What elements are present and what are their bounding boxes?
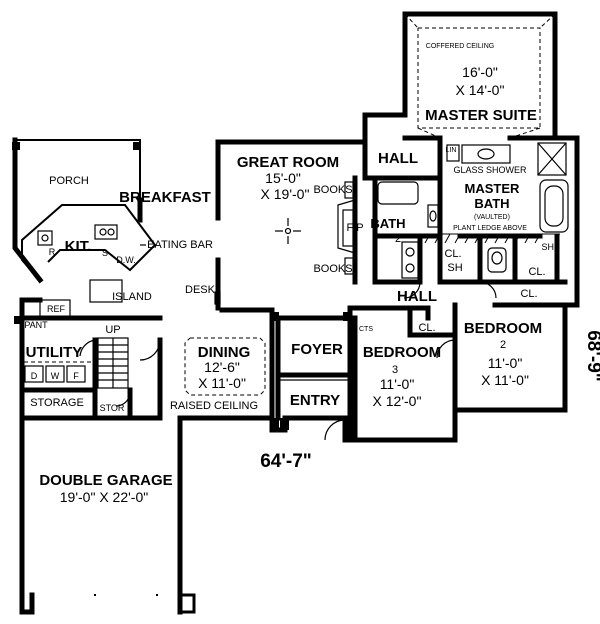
- great-room-dim2: X 19'-0": [261, 186, 310, 202]
- books-top-label: BOOKS: [313, 184, 352, 196]
- overall-depth-dimension: 68'-9": [583, 330, 600, 382]
- dining-dim2: X 11'-0": [198, 375, 246, 391]
- ceiling-fan-icon: [275, 218, 301, 244]
- cts-label: CTS: [359, 326, 373, 333]
- bath2-label: BATH: [370, 216, 405, 231]
- desk-label: DESK: [185, 284, 216, 296]
- coffered-ceiling-label: COFFERED CEILING: [426, 43, 494, 50]
- garage-dim: 19'-0" X 22'-0": [60, 489, 148, 505]
- bath2-closet-label: CL.: [444, 248, 461, 260]
- master-suite-dim1: 16'-0": [462, 64, 498, 80]
- interior-walls: [19, 135, 568, 443]
- bedroom2-label: BEDROOM: [464, 320, 542, 337]
- bedroom2-dim2: X 11'-0": [481, 372, 529, 388]
- storage-label: STORAGE: [30, 397, 84, 409]
- bedroom2-dim1: 11'-0": [488, 355, 523, 371]
- raised-ceiling-label: RAISED CEILING: [170, 400, 258, 412]
- overall-width-dimension: 64'-7": [260, 451, 312, 472]
- master-bath-label-1: MASTER: [465, 181, 521, 196]
- dining-dim1: 12'-6": [204, 359, 240, 375]
- glass-shower-label: GLASS SHOWER: [453, 165, 527, 175]
- bedroom2-closet-label: CL.: [520, 288, 537, 300]
- garage-label: DOUBLE GARAGE: [39, 472, 172, 489]
- dining-label: DINING: [198, 344, 251, 361]
- kitchen-fixtures: [21, 204, 221, 319]
- washer-label: W: [51, 371, 60, 381]
- laundry-appliances: [24, 361, 92, 383]
- island-label: ISLAND: [112, 291, 152, 303]
- pantry-label: PANT: [24, 320, 48, 330]
- refrigerator-label: REF: [47, 304, 66, 314]
- master-bath-label-2: BATH: [474, 196, 509, 211]
- door-swings: [79, 281, 497, 441]
- bedroom3-closet-label: CL.: [418, 322, 435, 334]
- master-shower-label: SH.: [541, 242, 556, 252]
- entry-label: ENTRY: [290, 392, 340, 409]
- bedroom3-number: 3: [392, 364, 398, 376]
- master-suite-label: MASTER SUITE: [425, 107, 537, 124]
- plant-ledge-label: PLANT LEDGE ABOVE: [453, 225, 527, 232]
- dishwasher-label: D.W.: [116, 255, 136, 265]
- stairs: [97, 337, 129, 389]
- bedroom3-dim1: 11'-0": [380, 376, 415, 392]
- bath2-number: 2: [395, 233, 401, 245]
- fireplace: [337, 199, 356, 254]
- kitchen-label: KIT.: [65, 238, 92, 255]
- sink-label: S: [102, 248, 108, 258]
- master-suite-dim2: X 14'-0": [456, 82, 505, 98]
- master-bath-fixtures: [446, 142, 569, 273]
- freezer-label: F: [73, 371, 79, 381]
- corner-posts: [12, 142, 352, 432]
- plant-ledge-hatch: [420, 233, 560, 244]
- bookshelves: [344, 181, 354, 275]
- vaulted-label: (VAULTED): [474, 214, 510, 221]
- fireplace-label: F/P: [346, 222, 363, 234]
- bath2-shower-label: SH: [447, 262, 462, 274]
- books-bottom-label: BOOKS: [313, 263, 352, 275]
- utility-label: UTILITY: [26, 344, 83, 361]
- great-room-label: GREAT ROOM: [237, 154, 339, 171]
- breakfast-label: BREAKFAST: [119, 189, 211, 206]
- bedroom3-label: BEDROOM: [363, 344, 441, 361]
- foyer-label: FOYER: [291, 341, 343, 358]
- bath2-fixtures: [377, 181, 439, 279]
- linen-label: LIN: [446, 147, 457, 154]
- hall-top-label: HALL: [378, 150, 418, 167]
- great-room-dim1: 15'-0": [265, 170, 301, 186]
- hall-mid-label: HALL: [397, 288, 437, 305]
- master-closet-label: CL.: [528, 266, 545, 278]
- coffered-ceiling-outline: [404, 13, 556, 139]
- exterior-walls: [12, 11, 580, 615]
- porch-label: PORCH: [49, 175, 89, 187]
- stairs-up-label: UP: [105, 324, 120, 336]
- bedroom3-dim2: X 12'-0": [373, 393, 422, 409]
- raised-ceiling-outline: [184, 337, 266, 396]
- eating-bar-label: EATING BAR: [147, 239, 213, 251]
- dryer-label: D: [31, 371, 38, 381]
- range-label: R: [49, 247, 56, 257]
- bedroom2-number: 2: [500, 339, 506, 351]
- stor-label: STOR: [100, 403, 125, 413]
